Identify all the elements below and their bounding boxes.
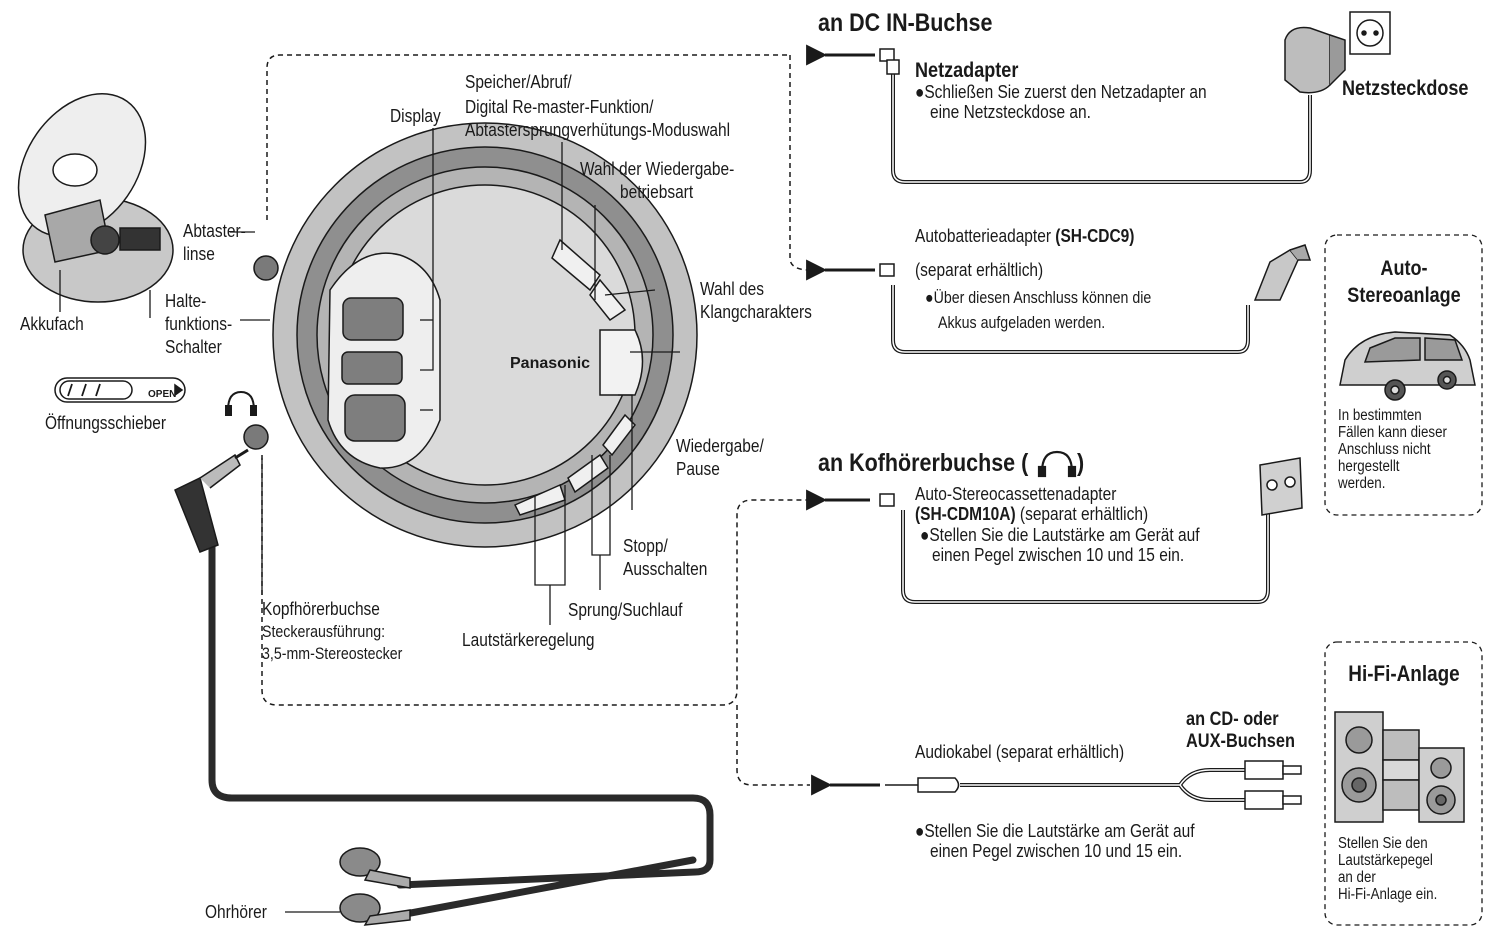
open-cd-player xyxy=(17,92,174,303)
cassette-adapter-note-line2: einen Pegel zwischen 10 und 15 ein. xyxy=(932,545,1185,565)
cassette-adapter-note-line1: ●Stellen Sie die Lautstärke am Gerät auf xyxy=(920,525,1200,545)
headphone-jack-label: Kopfhörerbuchse xyxy=(262,599,380,619)
plug-spec-label: 3,5-mm-Stereostecker xyxy=(262,645,403,663)
memory-label-line1: Speicher/Abruf/ xyxy=(465,72,572,92)
cd-player-body xyxy=(272,122,698,548)
skip-search-label: Sprung/Suchlauf xyxy=(568,600,683,620)
headphone-symbol-small xyxy=(225,390,257,416)
car-stereo-title-line1: Auto- xyxy=(1380,257,1428,280)
rca-plugs xyxy=(1244,760,1302,810)
battery-compartment-label: Akkufach xyxy=(20,314,84,334)
car-adapter-label: Autobatterieadapter (SH-CDC9) xyxy=(915,227,1134,246)
plug-type-label: Steckerausführung: xyxy=(262,623,386,641)
car-adapter-cable xyxy=(879,263,1250,354)
earphones-icon xyxy=(339,847,411,926)
ac-adapter-title: Netzadapter xyxy=(915,59,1019,82)
headphone-jack-heading: an Kofhörerbuchse ( xyxy=(818,449,1029,477)
memory-label-line2: Digital Re-master-Funktion/ xyxy=(465,97,654,117)
hold-switch-label-line2: funktions- xyxy=(165,314,233,334)
car-icon xyxy=(1339,331,1476,401)
car-adapter-name: Autobatterieadapter xyxy=(915,226,1056,246)
sound-label-line1: Wahl des xyxy=(700,279,764,299)
car-stereo-note-line3: Anschluss nicht xyxy=(1338,441,1431,458)
ac-adapter-cable xyxy=(879,48,1312,184)
car-adapter-optional: (separat erhältlich) xyxy=(915,260,1044,280)
earphones-label: Ohrhörer xyxy=(205,902,267,922)
car-stereo-note-line1: In bestimmten xyxy=(1338,407,1422,424)
playmode-label-line1: Wahl der Wiedergabe- xyxy=(580,159,735,179)
car-adapter-model: (SH-CDC9) xyxy=(1055,226,1135,246)
play-pause-label-line1: Wiedergabe/ xyxy=(676,436,764,456)
cassette-adapter-icon xyxy=(1259,457,1303,516)
headphone-plug xyxy=(174,448,249,553)
open-slider-label: Öffnungsschieber xyxy=(45,413,167,433)
jack-sockets xyxy=(243,255,279,450)
connection-arrows xyxy=(806,44,880,796)
hifi-note-line1: Stellen Sie den xyxy=(1338,835,1428,852)
display-label: Display xyxy=(390,106,441,126)
hifi-title: Hi-Fi-Anlage xyxy=(1348,661,1460,686)
play-pause-label-line2: Pause xyxy=(676,459,720,479)
dc-in-heading: an DC IN-Buchse xyxy=(818,9,993,37)
dashed-connection-lines xyxy=(261,54,811,786)
car-stereo-note-line2: Fällen kann dieser xyxy=(1338,424,1447,441)
brand-logo-text: Panasonic xyxy=(510,355,591,372)
cassette-adapter-cable xyxy=(879,493,1270,604)
headphone-symbol-heading xyxy=(1037,450,1077,478)
audio-cable xyxy=(885,768,1245,802)
player-leader-lines xyxy=(230,128,680,625)
sound-label-line2: Klangcharakters xyxy=(700,302,812,322)
hold-switch-label-line1: Halte- xyxy=(165,291,207,311)
car-adapter-note-line1: ●Über diesen Anschluss können die xyxy=(925,289,1152,307)
car-stereo-note-line4: hergestellt xyxy=(1338,458,1400,475)
pickup-lens-label-line2: linse xyxy=(183,244,215,264)
ac-adapter-note-line1: ●Schließen Sie zuerst den Netzadapter an xyxy=(915,82,1207,102)
audio-cable-label: Audiokabel (separat erhältlich) xyxy=(915,742,1125,762)
open-slider xyxy=(54,377,186,403)
memory-label-line3: Abtastersprungverhütungs-Moduswahl xyxy=(465,120,731,140)
battery-leader xyxy=(59,270,151,318)
cassette-adapter-optional: (separat erhältlich) xyxy=(1015,504,1149,524)
cd-aux-jacks-line1: an CD- oder xyxy=(1186,709,1279,730)
earphone-cable xyxy=(208,541,714,919)
pickup-lens-label-line1: Abtaster- xyxy=(183,221,246,241)
volume-label: Lautstärkeregelung xyxy=(462,630,595,650)
audio-cable-note-line1: ●Stellen Sie die Lautstärke am Gerät auf xyxy=(915,821,1195,841)
ac-adapter-plug xyxy=(1284,11,1391,94)
hifi-note-line4: Hi-Fi-Anlage ein. xyxy=(1338,886,1438,903)
headphone-jack-heading-close: ) xyxy=(1077,449,1085,477)
audio-cable-note-line2: einen Pegel zwischen 10 und 15 ein. xyxy=(930,841,1183,861)
stop-label-line1: Stopp/ xyxy=(623,536,668,556)
cassette-adapter-name: Auto-Stereocassettenadapter xyxy=(915,484,1117,504)
open-slider-text: OPEN xyxy=(148,389,177,400)
hifi-note-line3: an der xyxy=(1338,869,1376,886)
cassette-adapter-model: (SH-CDM10A) xyxy=(915,504,1016,524)
cassette-adapter-model-line: (SH-CDM10A) (separat erhältlich) xyxy=(915,505,1148,524)
car-cigarette-plug xyxy=(1253,244,1312,301)
car-stereo-note-line5: werden. xyxy=(1338,475,1386,492)
hifi-note-line2: Lautstärkepegel xyxy=(1338,852,1433,869)
car-stereo-title-line2: Stereoanlage xyxy=(1347,284,1461,307)
playmode-label-line2: betriebsart xyxy=(620,182,694,202)
car-adapter-note-line2: Akkus aufgeladen werden. xyxy=(938,314,1106,332)
stop-label-line2: Ausschalten xyxy=(623,559,708,579)
cd-aux-jacks-line2: AUX-Buchsen xyxy=(1186,731,1295,752)
ac-adapter-note-line2: eine Netzsteckdose an. xyxy=(930,102,1091,122)
hifi-system-icon xyxy=(1334,711,1465,823)
hold-switch-label-line3: Schalter xyxy=(165,337,222,357)
outlet-label: Netzsteckdose xyxy=(1342,77,1469,100)
car-stereo-box xyxy=(1324,234,1483,516)
hifi-box xyxy=(1324,641,1483,926)
